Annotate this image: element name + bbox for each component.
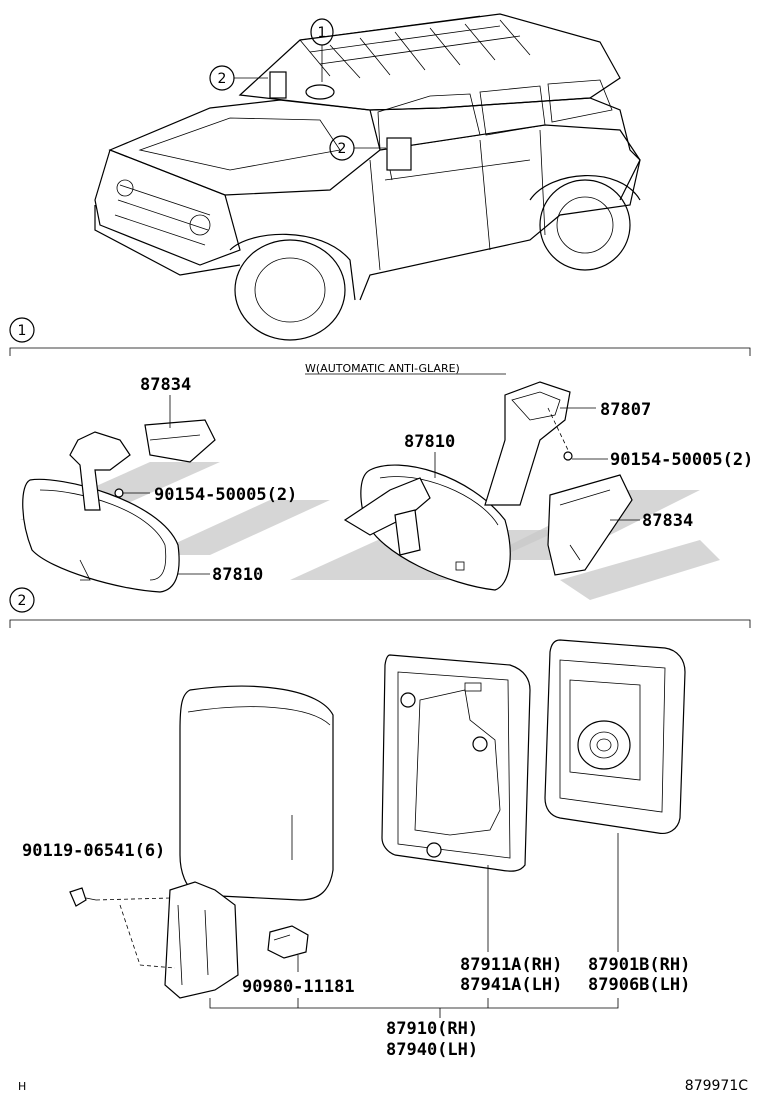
section-2-header: 2: [9, 587, 751, 628]
illustration-number: 879971C: [685, 1078, 748, 1094]
section-1-header: 1 W(AUTOMATIC ANTI-GLARE): [9, 317, 751, 375]
label-87901b: 87901B(RH): [588, 955, 690, 975]
svg-text:2: 2: [338, 141, 347, 157]
label-90980: 90980-11181: [242, 977, 355, 997]
section-1-leaders: [122, 395, 640, 575]
label-90119: 90119-06541(6): [22, 841, 165, 861]
label-90154-a: 90154-50005(2): [154, 485, 297, 505]
svg-text:2: 2: [218, 71, 227, 87]
label-87807: 87807: [600, 400, 651, 420]
label-87911a: 87911A(RH): [460, 955, 562, 975]
label-87834-b: 87834: [642, 511, 693, 531]
mirror-glass: [544, 639, 686, 835]
callout-2-door: 2: [329, 135, 386, 161]
label-87940: 87940(LH): [386, 1040, 478, 1060]
section-2-leaders: [209, 833, 619, 1018]
svg-text:2: 2: [18, 593, 27, 609]
screw-90119: [69, 887, 176, 969]
svg-text:1: 1: [318, 25, 327, 41]
vehicle-illustration: [94, 13, 641, 341]
callout-2-windshield: 2: [209, 65, 268, 91]
svg-text:1: 1: [18, 323, 27, 339]
connector-90980: [267, 925, 309, 959]
label-87910: 87910(RH): [386, 1019, 478, 1039]
label-87810-b: 87810: [404, 432, 455, 452]
outer-mirror-assembly: [164, 685, 334, 999]
inner-mirror-standard: [22, 419, 216, 593]
label-90154-b: 90154-50005(2): [610, 450, 753, 470]
inner-mirror-anti-glare: [343, 381, 633, 591]
svg-text:W(AUTOMATIC ANTI-GLARE): W(AUTOMATIC ANTI-GLARE): [305, 362, 460, 375]
label-87906b: 87906B(LH): [588, 975, 690, 995]
footer-left-code: H: [18, 1080, 26, 1093]
callout-1: 1: [310, 18, 334, 82]
label-87810-a: 87810: [212, 565, 263, 585]
label-87834-a: 87834: [140, 375, 191, 395]
mirror-glass-holder: [381, 654, 531, 872]
label-87941a: 87941A(LH): [460, 975, 562, 995]
